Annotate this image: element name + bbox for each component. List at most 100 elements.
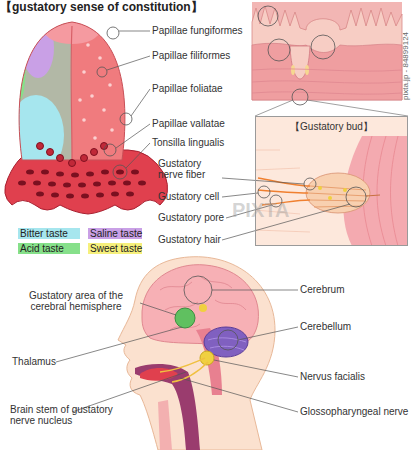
tongue-body bbox=[19, 22, 125, 160]
tonsil-dots bbox=[71, 173, 79, 178]
tonsil-dots bbox=[66, 194, 74, 199]
tissue-section bbox=[252, 2, 402, 100]
papilla-dots bbox=[108, 83, 112, 87]
leader-line bbox=[126, 143, 150, 168]
taste-bud-illustration bbox=[306, 173, 370, 213]
vallate-papillae bbox=[91, 149, 98, 156]
tonsil-dots bbox=[101, 170, 109, 175]
taste-pathway bbox=[160, 304, 214, 382]
part-label: Gustatory area of the cerebral hemispher… bbox=[12, 290, 140, 312]
tonsil-dots bbox=[131, 170, 139, 175]
leader-line bbox=[140, 303, 176, 315]
tissue-section bbox=[252, 6, 402, 100]
vallate-papillae bbox=[37, 143, 108, 167]
tonsil-dots bbox=[123, 181, 131, 186]
papilla-dots bbox=[102, 108, 106, 112]
leader-line bbox=[222, 178, 350, 240]
callout-circle bbox=[258, 186, 270, 198]
taste-bud-illustration bbox=[343, 188, 347, 192]
part-label: Glossopharyngeal nerve bbox=[300, 406, 408, 417]
papilla-dots bbox=[86, 43, 90, 47]
brain bbox=[160, 276, 246, 330]
papilla-dots bbox=[110, 128, 114, 132]
tissue-section bbox=[252, 81, 402, 83]
papilla-dots bbox=[78, 98, 82, 102]
tissue-section bbox=[305, 65, 309, 75]
tonsil-dots bbox=[26, 170, 34, 175]
leader-line bbox=[107, 56, 150, 70]
leader-line bbox=[119, 31, 150, 32]
legend-text: Bitter taste bbox=[20, 228, 68, 239]
papilla-dots bbox=[93, 136, 97, 140]
zoom-circle bbox=[307, 100, 408, 116]
zoom-circle bbox=[268, 39, 290, 61]
vallate-papillae bbox=[81, 155, 88, 162]
tonsil-dots bbox=[86, 172, 94, 177]
papilla-dots bbox=[82, 70, 86, 74]
tonsil-dots bbox=[93, 182, 101, 187]
callout-circle bbox=[218, 330, 238, 350]
tissue-section bbox=[252, 43, 402, 100]
part-label: Papillae filiformes bbox=[152, 50, 230, 61]
tonsil-dots bbox=[126, 192, 134, 197]
tonsil-dots bbox=[63, 183, 71, 188]
taste-bud-illustration bbox=[255, 116, 408, 246]
callout-circle bbox=[120, 113, 132, 125]
tonsil-dots bbox=[96, 193, 104, 198]
vallate-papillae bbox=[57, 155, 64, 162]
part-label: Gustatory pore bbox=[158, 212, 224, 223]
pharynx bbox=[135, 364, 200, 450]
callout-circle bbox=[184, 276, 238, 350]
leader-line bbox=[212, 290, 298, 291]
zoom-circle bbox=[255, 100, 293, 116]
part-label: Thalamus bbox=[12, 356, 56, 367]
vallate-papillae bbox=[69, 160, 76, 167]
callout-circle bbox=[107, 27, 119, 39]
tongue-body bbox=[0, 0, 132, 175]
title: 【gustatory sense of constitution】 bbox=[0, 1, 203, 14]
callout-circle bbox=[97, 67, 107, 77]
part-label: Brain stem of gustatory nerve nucleus bbox=[10, 404, 122, 426]
callout-circle bbox=[304, 178, 316, 190]
legend-item: Saline taste bbox=[88, 228, 142, 239]
leader-line bbox=[56, 327, 182, 362]
leader-line bbox=[180, 378, 298, 412]
tongue-body bbox=[71, 26, 73, 160]
tissue-section bbox=[252, 2, 402, 100]
taste-pathway bbox=[175, 308, 195, 328]
part-label: Cerebrum bbox=[300, 284, 344, 295]
tonsil-dots bbox=[18, 181, 26, 186]
inset-heading: 【Gustatory bud】 bbox=[256, 120, 407, 134]
legend-text: Sweet taste bbox=[90, 243, 142, 254]
tongue-body bbox=[22, 18, 54, 78]
tissue-section bbox=[252, 69, 402, 71]
tonsil-dots bbox=[81, 194, 89, 199]
inset-box: 【Gustatory bud】 bbox=[255, 116, 408, 246]
taste-bud-illustration bbox=[255, 116, 408, 246]
tonsil-dots bbox=[138, 181, 146, 186]
taste-bud-illustration bbox=[318, 186, 322, 190]
vallate-papillae bbox=[47, 149, 54, 156]
tissue-section bbox=[252, 92, 402, 94]
leader-line bbox=[131, 89, 150, 116]
tonsil-dots bbox=[33, 181, 41, 186]
tonsil-dots bbox=[111, 192, 119, 197]
tongue-body bbox=[8, 95, 64, 175]
tonsil-dots bbox=[41, 170, 49, 175]
part-label: Tonsilla lingualis bbox=[152, 137, 224, 148]
callout-circle bbox=[113, 165, 127, 179]
taste-bud-illustration bbox=[308, 186, 368, 207]
pharynx bbox=[158, 400, 172, 450]
part-label: Gustatory nerve fiber bbox=[158, 158, 222, 180]
callout-circle bbox=[97, 27, 132, 179]
watermark: pixta.jp - 84899124 bbox=[402, 32, 411, 100]
leader-line bbox=[238, 327, 298, 340]
head-silhouette bbox=[118, 257, 275, 450]
tissue-section bbox=[290, 46, 310, 79]
zoom-circle bbox=[255, 6, 408, 116]
leader-line bbox=[214, 360, 298, 377]
zoom-circle bbox=[292, 89, 308, 105]
legend-item: Bitter taste bbox=[18, 228, 80, 239]
